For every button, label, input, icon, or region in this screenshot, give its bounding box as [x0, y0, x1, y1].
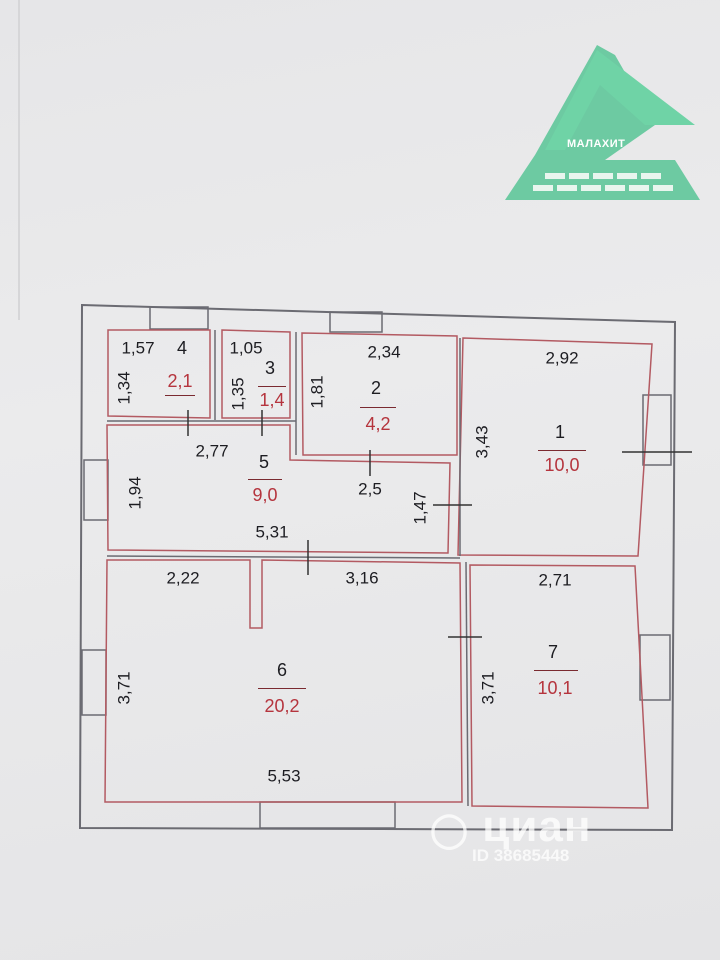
- room-4-outline: [107, 329, 211, 419]
- dim-r2-width: 2,34: [367, 342, 401, 362]
- room-2-number: 2: [370, 378, 382, 398]
- dim-r5-right: 1,47: [410, 491, 430, 525]
- room-2-area-line: [360, 407, 396, 408]
- dim-r3-height: 1,35: [228, 377, 248, 411]
- room-4-area-line: [165, 395, 195, 396]
- dim-r7-width: 2,71: [538, 570, 572, 590]
- dim-r5-door: 2,5: [358, 479, 382, 499]
- room-3-outline: [221, 329, 291, 419]
- dim-r6-top-right: 3,16: [345, 568, 379, 588]
- room-2-outline: [301, 332, 458, 456]
- room-7-area-line: [534, 670, 578, 671]
- room-3-number: 3: [264, 358, 276, 378]
- room-1-area-line: [538, 450, 586, 451]
- dim-r2-height: 1,81: [307, 375, 327, 409]
- room-1-area: 10,0: [544, 455, 580, 475]
- dim-r1-width: 2,92: [545, 348, 579, 368]
- dim-r6-width: 5,53: [267, 766, 301, 786]
- room-5-area-line: [248, 479, 282, 480]
- room-7-area: 10,1: [537, 678, 573, 698]
- watermark-id: ID 38685448: [472, 846, 570, 865]
- dim-r6-top-left: 2,22: [166, 568, 200, 588]
- room-4-area: 2,1: [167, 371, 193, 391]
- paper-edge: [18, 0, 20, 320]
- dim-r4-width: 1,57: [121, 338, 155, 358]
- room-2-area: 4,2: [365, 414, 391, 434]
- room-3-area: 1,4: [259, 390, 285, 410]
- room-5-number: 5: [258, 452, 270, 472]
- logo-text: МАЛАХИТ: [567, 138, 626, 150]
- room-3-area-line: [258, 386, 286, 387]
- watermark-brand: ◯ циан: [430, 802, 592, 851]
- room-6-outline: [104, 559, 463, 803]
- room-7-number: 7: [547, 642, 559, 662]
- room-7-outline: [469, 564, 649, 809]
- room-4-number: 4: [176, 338, 188, 358]
- outer-wall: [78, 303, 677, 832]
- watermark-logo-icon: ◯: [430, 811, 470, 849]
- room-5-outline: [106, 424, 451, 554]
- room-6-area: 20,2: [264, 696, 300, 716]
- dim-r4-height: 1,34: [114, 371, 134, 405]
- dim-r5-width: 5,31: [255, 522, 289, 542]
- room-5-area: 9,0: [252, 485, 278, 505]
- dim-r5-top: 2,77: [195, 441, 229, 461]
- room-1-number: 1: [554, 422, 566, 442]
- dim-r3-width: 1,05: [229, 338, 263, 358]
- dim-r7-height: 3,71: [478, 671, 498, 705]
- dim-r5-height: 1,94: [125, 476, 145, 510]
- dim-r6-height: 3,71: [114, 671, 134, 705]
- room-6-area-line: [258, 688, 306, 689]
- dim-r1-height: 3,43: [472, 425, 492, 459]
- malakhit-logo: [505, 45, 700, 200]
- room-6-number: 6: [276, 660, 288, 680]
